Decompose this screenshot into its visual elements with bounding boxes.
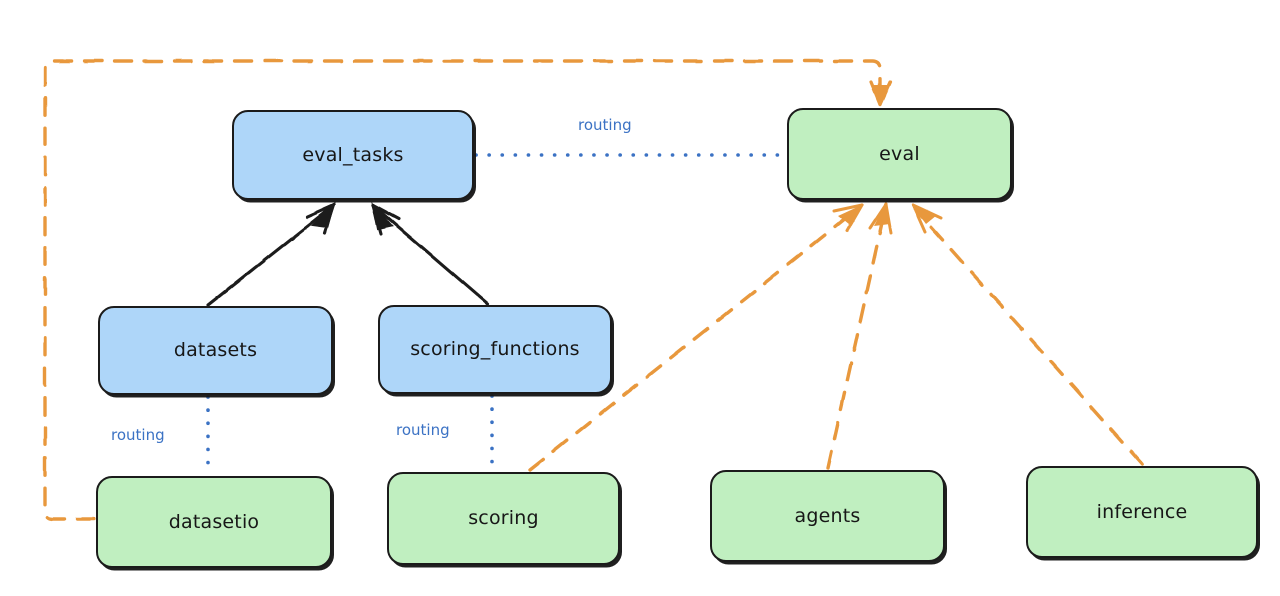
node-eval_tasks[interactable]: eval_tasks [232,110,474,200]
node-datasetio[interactable]: datasetio [96,476,332,568]
edge-label-routing-datasets-datasetio: routing [111,426,165,444]
edge-inference-to-eval [911,203,1144,466]
node-scoring-label: scoring [468,507,539,530]
node-scoring_functions-label: scoring_functions [410,338,580,361]
node-inference-label: inference [1096,500,1188,523]
node-datasetio-label: datasetio [168,510,260,533]
node-datasets[interactable]: datasets [98,306,333,395]
node-agents[interactable]: agents [710,470,945,562]
edge-scoring_functions-to-eval_tasks [371,201,490,306]
node-eval_tasks-label: eval_tasks [302,143,404,166]
node-scoring_functions[interactable]: scoring_functions [378,305,612,394]
node-inference[interactable]: inference [1026,466,1258,558]
edge-agents-to-eval [826,202,893,470]
node-agents-label: agents [794,504,861,527]
edge-label-routing-scoring_functions-scoring: routing [396,421,450,439]
node-eval-label: eval [879,142,920,165]
node-scoring[interactable]: scoring [387,472,620,565]
edge-datasets-to-eval_tasks [206,201,336,307]
edge-label-routing-eval_tasks-eval: routing [578,116,632,134]
node-eval[interactable]: eval [787,108,1012,200]
node-datasets-label: datasets [173,339,258,362]
